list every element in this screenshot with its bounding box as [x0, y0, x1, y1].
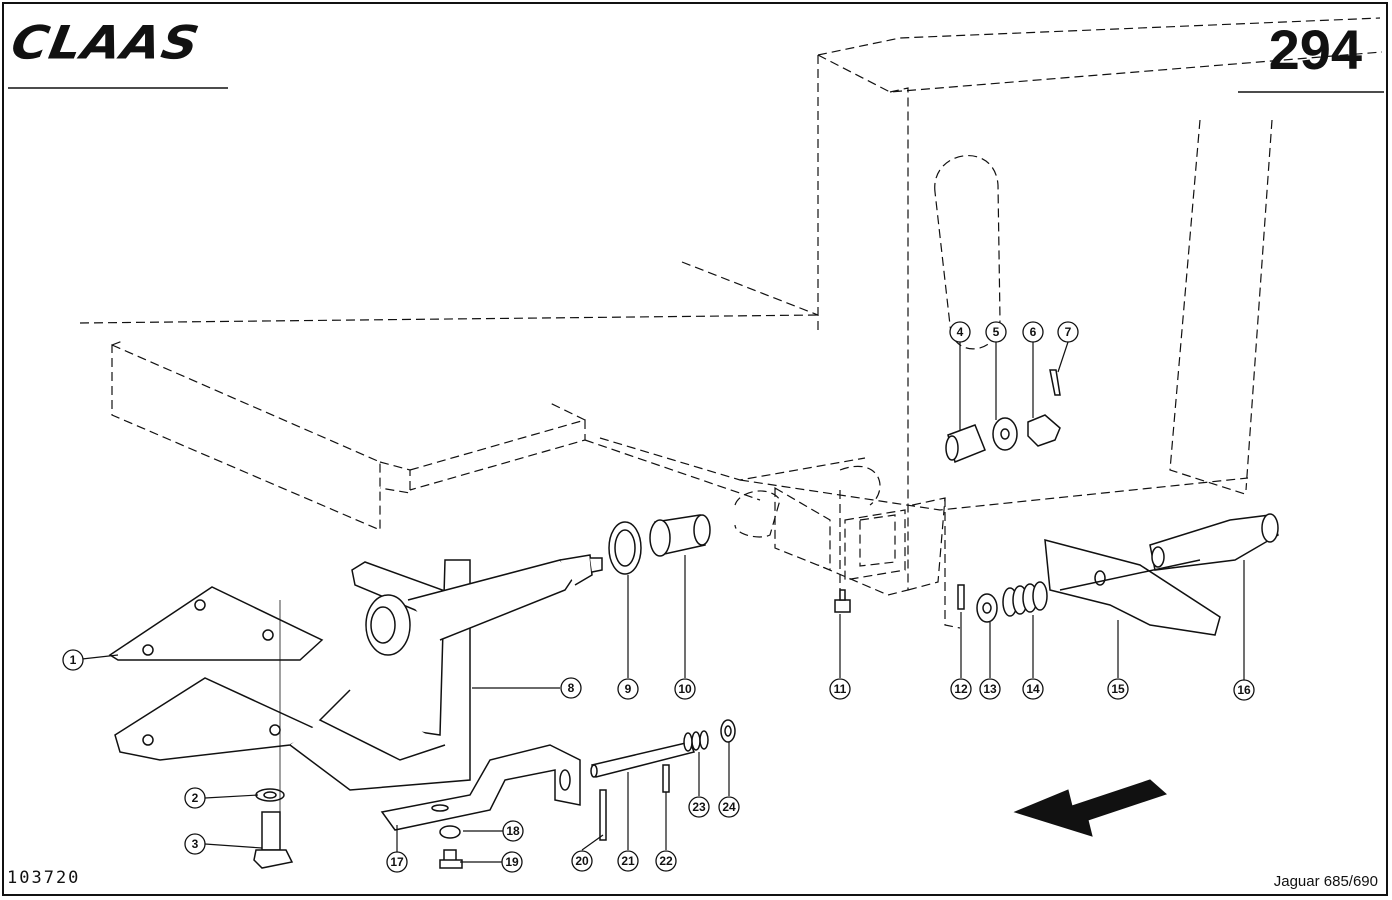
svg-text:5: 5 — [993, 325, 1000, 339]
svg-text:8: 8 — [568, 681, 575, 695]
callout-5: 5 — [985, 321, 1007, 343]
callout-24: 24 — [718, 796, 740, 818]
spring-part-14 — [1002, 581, 1048, 617]
svg-text:15: 15 — [1111, 682, 1125, 696]
callout-16: 16 — [1233, 679, 1255, 701]
svg-text:22: 22 — [659, 854, 673, 868]
bracket-arm — [114, 677, 320, 761]
shaft-part-21 — [591, 741, 696, 778]
svg-text:16: 16 — [1237, 683, 1251, 697]
svg-text:10: 10 — [678, 682, 692, 696]
callout-17: 17 — [386, 851, 408, 873]
svg-text:12: 12 — [954, 682, 968, 696]
page-number: 294 — [1268, 18, 1362, 81]
model-label: Jaguar 685/690 — [1273, 873, 1378, 890]
callout-3: 3 — [184, 833, 206, 855]
machine-frame-outline — [79, 17, 1383, 629]
callout-18: 18 — [502, 820, 524, 842]
svg-text:17: 17 — [390, 855, 404, 869]
svg-text:14: 14 — [1026, 682, 1040, 696]
callout-2: 2 — [184, 787, 206, 809]
svg-text:21: 21 — [621, 854, 635, 868]
callout-13: 13 — [979, 678, 1001, 700]
callout-12: 12 — [950, 678, 972, 700]
svg-text:19: 19 — [505, 855, 519, 869]
washer-part-18 — [439, 825, 461, 839]
pin-part-12 — [957, 584, 965, 610]
svg-text:18: 18 — [506, 824, 520, 838]
callout-8: 8 — [560, 677, 582, 699]
svg-text:23: 23 — [692, 800, 706, 814]
callout-15: 15 — [1107, 678, 1129, 700]
callout-14: 14 — [1022, 678, 1044, 700]
component-plates — [108, 513, 1279, 831]
svg-text:1: 1 — [70, 653, 77, 667]
callout-6: 6 — [1022, 321, 1044, 343]
callout-7: 7 — [1057, 321, 1079, 343]
lever — [1044, 538, 1221, 636]
callout-19: 19 — [501, 851, 523, 873]
svg-text:13: 13 — [983, 682, 997, 696]
grease-nipple-part-11 — [834, 599, 851, 613]
leader-lines — [81, 341, 1245, 863]
svg-text:2: 2 — [192, 791, 199, 805]
cotter-pin-part-7 — [1049, 369, 1061, 396]
callout-23: 23 — [688, 796, 710, 818]
mounting-plate — [108, 586, 324, 661]
drawing-number: 103720 — [7, 868, 81, 888]
svg-text:6: 6 — [1030, 325, 1037, 339]
spindle — [407, 559, 576, 641]
callout-1: 1 — [62, 649, 84, 671]
header-rules — [8, 87, 1384, 93]
arrow-left-icon — [1013, 779, 1167, 837]
component-small-parts — [253, 369, 1061, 869]
spring-part-23 — [683, 730, 709, 752]
brand-logo: CLAAS — [7, 16, 204, 70]
callout-21: 21 — [617, 850, 639, 872]
callout-20: 20 — [571, 850, 593, 872]
svg-text:24: 24 — [722, 800, 736, 814]
svg-text:11: 11 — [834, 682, 847, 696]
pin-sleeve — [1149, 514, 1279, 571]
callout-11: 11 — [829, 678, 851, 700]
callout-4: 4 — [949, 321, 971, 343]
svg-text:9: 9 — [625, 682, 632, 696]
svg-text:4: 4 — [957, 325, 964, 339]
svg-text:3: 3 — [192, 837, 199, 851]
callout-22: 22 — [655, 850, 677, 872]
svg-text:20: 20 — [575, 854, 589, 868]
bolt-part-3 — [261, 811, 281, 851]
pin-part-20 — [599, 789, 607, 841]
svg-text:7: 7 — [1065, 325, 1072, 339]
pin-part-22 — [662, 764, 670, 793]
callout-9: 9 — [617, 678, 639, 700]
nut-part-6 — [1027, 414, 1061, 447]
callout-10: 10 — [674, 678, 696, 700]
